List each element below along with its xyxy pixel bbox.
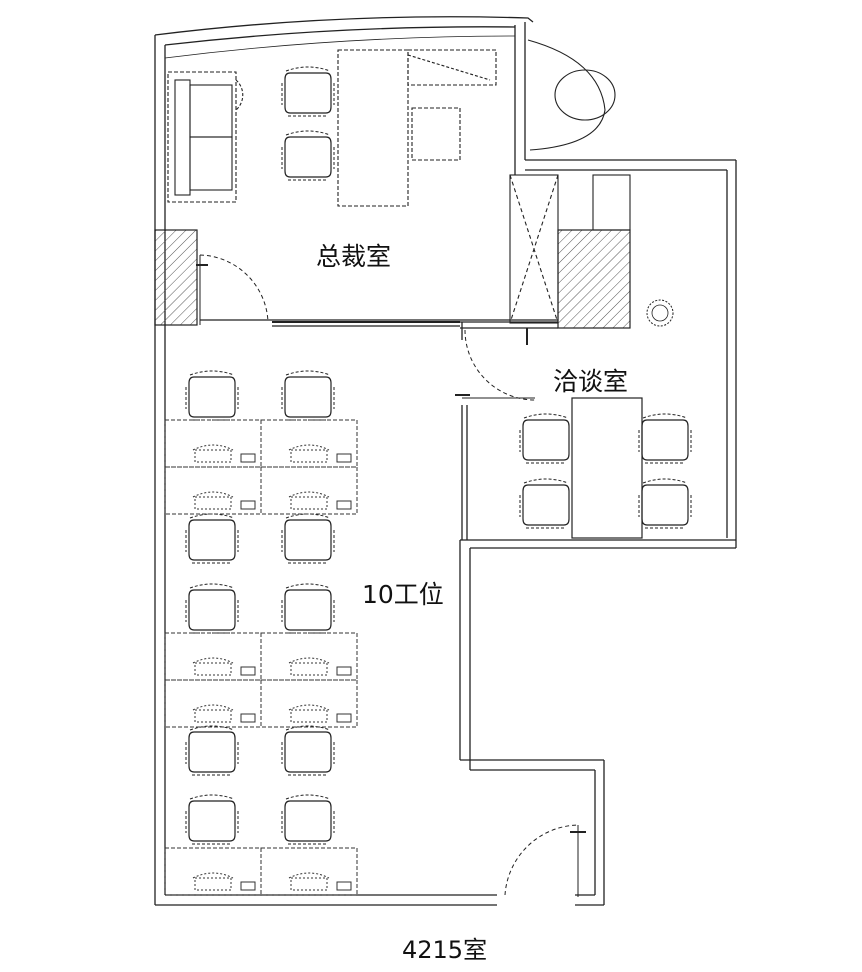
room-label-workstations: 10工位 bbox=[362, 580, 444, 609]
ceo-sofa bbox=[167, 71, 244, 203]
guest-chair bbox=[281, 66, 335, 117]
meeting-chair bbox=[638, 413, 692, 464]
meeting-chair bbox=[638, 478, 692, 529]
structural-column-left bbox=[154, 229, 198, 326]
storage-cabinets bbox=[509, 174, 631, 324]
plant-icon bbox=[646, 299, 674, 327]
meeting-table bbox=[571, 397, 643, 539]
room-label-meeting-room: 洽谈室 bbox=[553, 367, 629, 396]
meeting-chair bbox=[519, 413, 573, 464]
workstation-desks bbox=[164, 419, 358, 896]
walls bbox=[154, 16, 737, 906]
meeting-chair bbox=[519, 478, 573, 529]
ceo-desk bbox=[337, 49, 497, 207]
plan-title: 4215室 bbox=[402, 936, 488, 964]
exterior-oval bbox=[527, 39, 616, 151]
structural-column-right bbox=[557, 229, 631, 329]
workstation-chairs bbox=[185, 370, 335, 845]
room-label-ceo-office: 总裁室 bbox=[316, 242, 392, 271]
doors bbox=[196, 254, 586, 897]
guest-chair bbox=[281, 130, 335, 181]
